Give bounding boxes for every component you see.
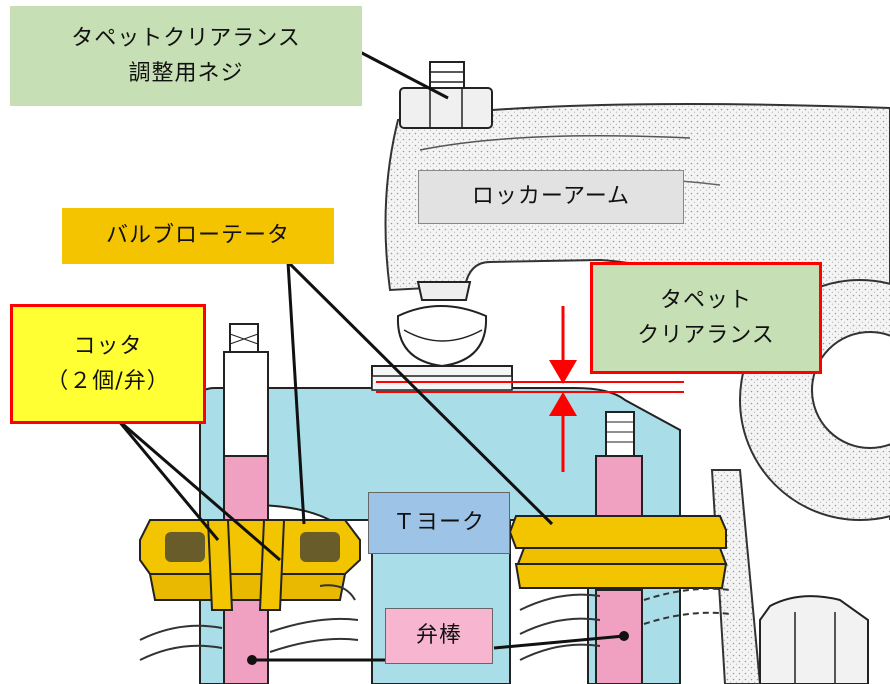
tappet-clearance-label: タペット クリアランス bbox=[590, 262, 822, 374]
right-valve-rotator-part bbox=[508, 515, 728, 589]
t-yoke-label-text: Ｔヨーク bbox=[392, 510, 485, 536]
clearance-arrowhead-up bbox=[549, 392, 577, 416]
clearance-indicator bbox=[376, 306, 684, 472]
adjusting-screw-part bbox=[399, 61, 493, 129]
leader-lines bbox=[116, 50, 629, 665]
rocker-arm-label: ロッカーアーム bbox=[418, 170, 684, 224]
valve-springs-part bbox=[139, 584, 731, 661]
cotter-label: コッタ （２個/弁） bbox=[10, 304, 206, 424]
adjusting-screw-label-line2: 調整用ネジ bbox=[128, 61, 244, 86]
leader-stem-right bbox=[493, 634, 625, 650]
cotter-label-line1: コッタ bbox=[73, 333, 143, 359]
valve-stem-label-text: 弁棒 bbox=[415, 623, 462, 649]
t-yoke-label: Ｔヨーク bbox=[368, 492, 510, 554]
lock-nut-part bbox=[759, 595, 869, 684]
adjusting-screw-label: タペットクリアランス 調整用ネジ bbox=[10, 6, 362, 106]
left-valve-stem-part bbox=[223, 323, 269, 684]
leader-rotator-left bbox=[286, 261, 306, 525]
leader-dot-stem-left bbox=[247, 655, 257, 665]
valve-rotator-label-text: バルブローテータ bbox=[105, 223, 290, 249]
leader-rotator-right bbox=[286, 260, 554, 526]
tappet-clearance-label-line1: タペット bbox=[659, 287, 752, 313]
left-valve-rotator-part bbox=[139, 519, 361, 611]
clearance-arrowhead-down bbox=[549, 360, 577, 384]
valve-stem-label: 弁棒 bbox=[385, 608, 493, 664]
leader-cotter-right bbox=[117, 418, 281, 562]
valve-rotator-label: バルブローテータ bbox=[62, 208, 334, 264]
rocker-arm-label-text: ロッカーアーム bbox=[471, 184, 631, 210]
tappet-clearance-label-line2: クリアランス bbox=[637, 323, 775, 348]
ball-joint-part bbox=[371, 281, 513, 389]
adjusting-screw-label-line1: タペットクリアランス bbox=[71, 25, 301, 51]
cotter-label-line2: （２個/弁） bbox=[46, 369, 170, 394]
leader-adjusting-screw bbox=[359, 50, 449, 100]
leader-cotter-left bbox=[116, 419, 220, 541]
leader-dot-stem-right bbox=[619, 631, 629, 641]
